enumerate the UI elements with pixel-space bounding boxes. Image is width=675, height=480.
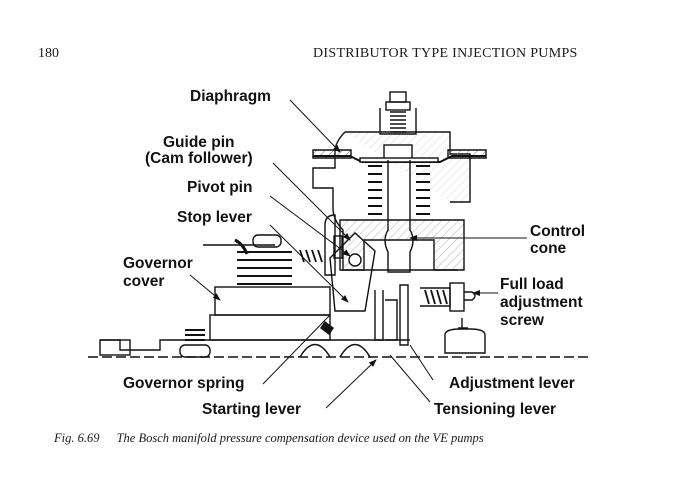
figure-caption-text: The Bosch manifold pressure compensation… [116,431,484,445]
label-tensioning-lever: Tensioning lever [434,401,557,418]
label-full-load-line2: adjustment [500,294,583,311]
label-guide-pin-line1: Guide pin [163,134,235,151]
page-number: 180 [38,46,59,61]
leader-stop-lever [269,224,349,303]
label-governor-spring: Governor spring [123,375,245,392]
leader-starting-lever [325,359,377,409]
leader-guide-pin [272,162,351,241]
running-head: DISTRIBUTOR TYPE INJECTION PUMPS [313,46,578,61]
figure-number: Fig. 6.69 [54,431,100,445]
label-control-cone-line1: Control [530,223,586,240]
leader-adjustment-lever [409,344,434,381]
label-governor-cover-line2: cover [123,273,165,290]
label-starting-lever: Starting lever [202,401,302,418]
leader-governor-cover [189,274,221,301]
figure-caption: Fig. 6.69 The Bosch manifold pressure co… [54,431,484,446]
leader-pivot-pin [269,195,351,257]
diaphragm-housing [312,131,487,273]
label-stop-lever: Stop lever [177,209,252,226]
leader-diaphragm [289,99,341,153]
top-screw [379,91,417,135]
leader-governor-spring [262,314,331,385]
label-governor-cover-line1: Governor [123,255,193,272]
label-diaphragm: Diaphragm [190,88,271,105]
label-guide-pin-line2: (Cam follower) [145,150,253,167]
label-full-load-line1: Full load [500,276,564,293]
label-control-cone-line2: cone [530,240,567,257]
governor-cover [99,234,410,358]
label-full-load-line3: screw [500,312,544,329]
leader-tensioning-lever [389,354,431,403]
label-adjustment-lever: Adjustment lever [449,375,575,392]
label-pivot-pin: Pivot pin [187,179,253,196]
